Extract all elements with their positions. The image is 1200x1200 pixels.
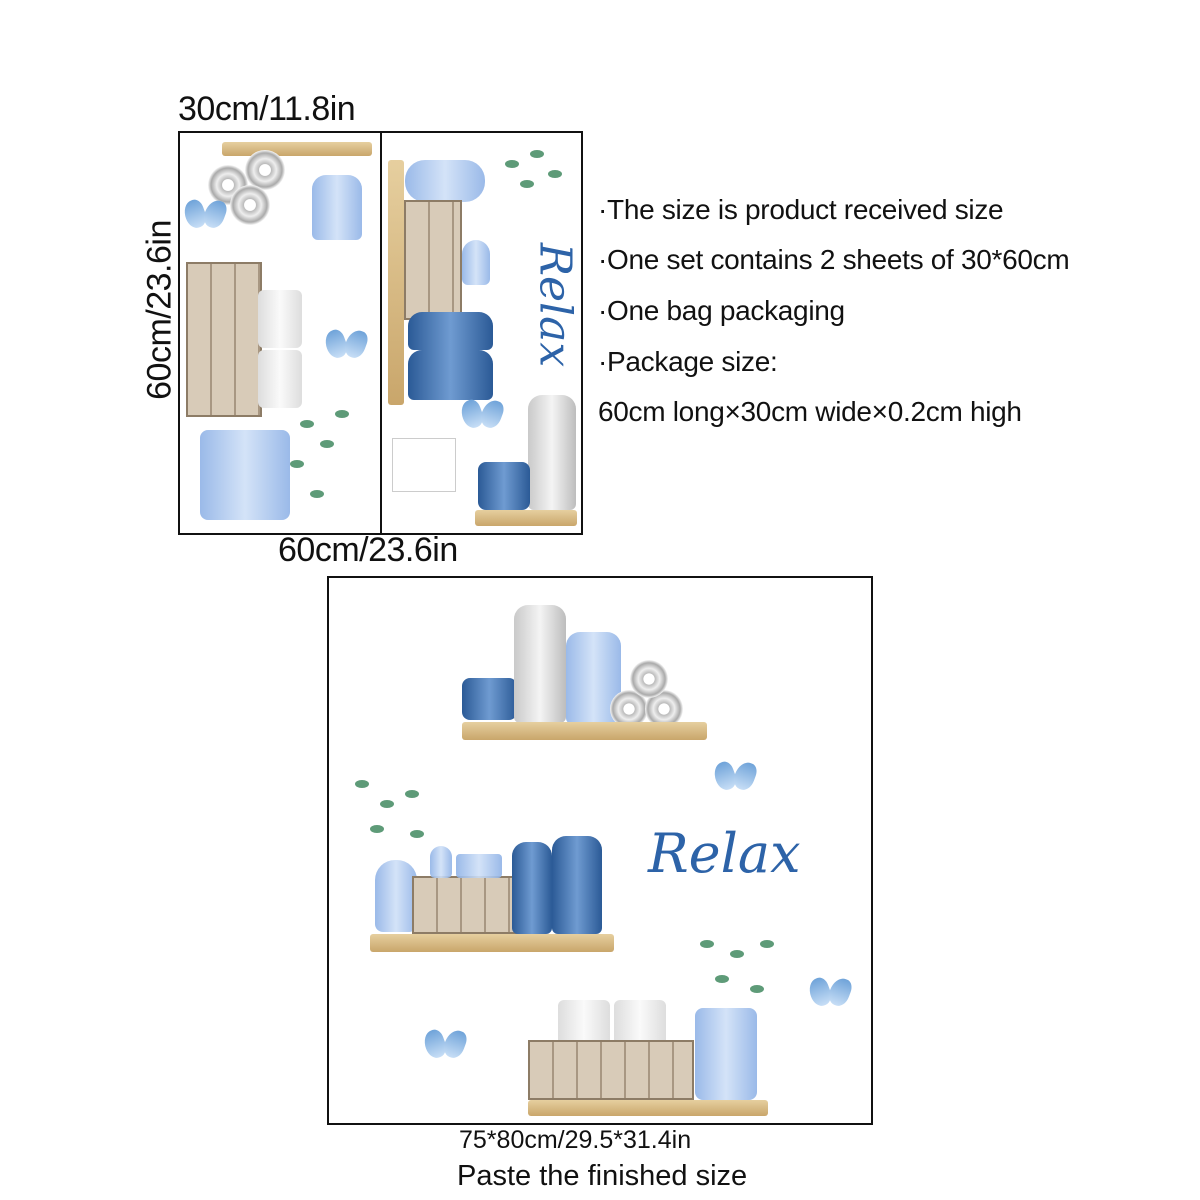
toilet-paper-roll [614,1000,666,1046]
sheet-width-label: 30cm/11.8in [178,90,356,128]
glass-vase [375,860,417,932]
leaf [730,950,744,958]
leaf [355,780,369,788]
wood-shelf [222,142,372,156]
relax-decal-vertical: Relax [529,242,581,368]
butterfly-icon [326,330,366,360]
feature-text: ·One bag packaging [598,295,845,326]
wood-crate [404,200,462,320]
leaf [530,150,544,158]
leaf [760,940,774,948]
towel-roll [230,185,270,225]
preview-thumbnail [392,438,456,492]
finished-layout-frame [327,576,873,1125]
pump-bottle [512,842,552,934]
small-bottle [430,846,452,878]
wood-shelf [370,934,614,952]
small-bottle [462,240,490,285]
wood-shelf [475,510,577,526]
pump-bottle [408,312,493,350]
toilet-paper-roll [258,350,302,408]
wood-crate [412,876,528,934]
toilet-paper-roll [558,1000,610,1046]
lotion-bottle [514,605,566,723]
pitcher [695,1008,757,1100]
leaf [715,975,729,983]
leaf [520,180,534,188]
relax-decal: Relax [648,822,801,885]
finished-size-caption: Paste the finished size [457,1160,748,1192]
wood-shelf [388,160,404,405]
butterfly-icon [810,978,850,1008]
feature-text: 60cm long×30cm wide×0.2cm high [598,396,1022,427]
leaf [405,790,419,798]
leaf [410,830,424,838]
cream-jar [478,462,530,510]
leaf [548,170,562,178]
feature-text: ·One set contains 2 sheets of 30*60cm [598,244,1070,275]
leaf [700,940,714,948]
leaf [335,410,349,418]
feature-text: ·Package size: [598,346,778,377]
leaf [380,800,394,808]
reed-diffuser [312,175,362,240]
leaf [300,420,314,428]
lotion-bottle [528,395,576,510]
cream-jar [462,678,517,720]
toilet-paper-roll [258,290,302,348]
leaf [370,825,384,833]
leaf [310,490,324,498]
butterfly-icon [462,400,502,430]
towel-roll [630,660,668,698]
leaf [290,460,304,468]
leaf [750,985,764,993]
glass-vase [405,160,485,202]
leaf [505,160,519,168]
pump-bottle [408,350,493,400]
wood-shelf [528,1100,768,1116]
feature-text: ·The size is product received size [598,194,1004,225]
butterfly-icon [715,762,755,792]
wood-crate [186,262,262,417]
towel-roll [245,150,285,190]
leaf [320,440,334,448]
butterfly-icon [425,1030,465,1060]
sheet-height-label: 60cm/23.6in [140,220,179,400]
butterfly-icon [185,200,225,230]
sheet-divider [380,131,382,535]
combined-width-label: 60cm/23.6in [278,531,458,569]
pump-bottle [552,836,602,934]
pitcher [200,430,290,520]
finished-size-label: 75*80cm/29.5*31.4in [459,1126,692,1154]
wood-shelf [462,722,707,740]
jar [456,854,502,878]
wood-crate [528,1040,694,1100]
